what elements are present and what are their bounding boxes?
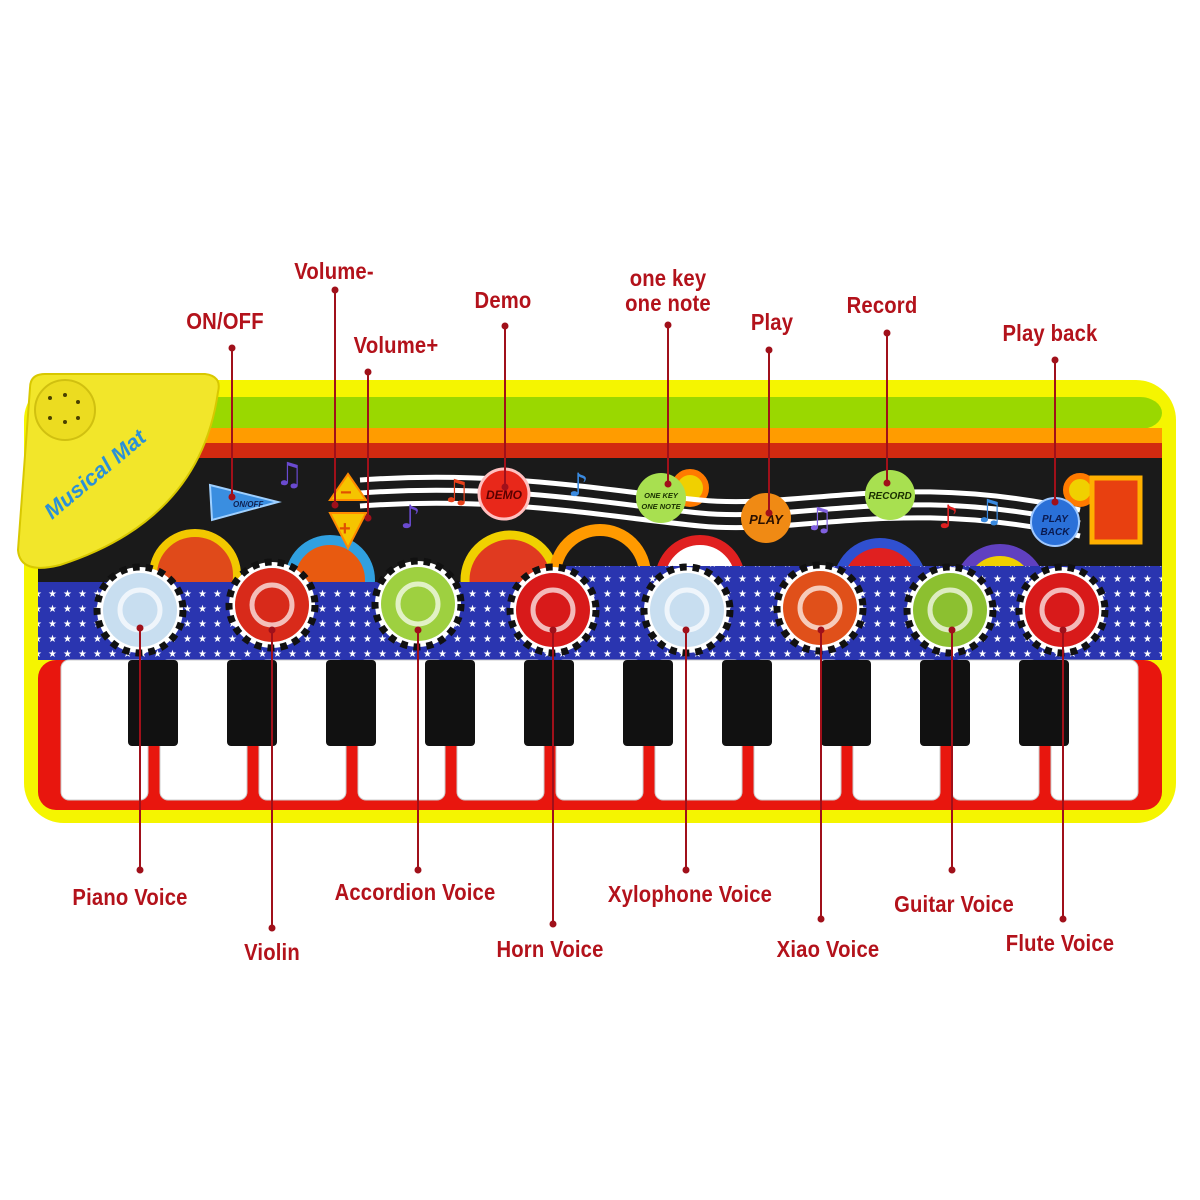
svg-text:♫: ♫ [275, 455, 304, 493]
black-key[interactable] [821, 660, 871, 746]
volume-plus-button[interactable]: + [328, 512, 368, 551]
svg-text:♫: ♫ [975, 492, 1004, 530]
label-xylophone-voice: Xylophone Voice [607, 881, 773, 907]
svg-text:+: + [339, 518, 351, 540]
leader-line [268, 626, 276, 932]
white-keys [60, 659, 1139, 801]
label-violin: Violin [244, 939, 300, 965]
accordion-voice-button[interactable] [371, 557, 465, 651]
leader-line [331, 286, 339, 509]
play-button[interactable]: PLAY [741, 493, 791, 543]
svg-text:♪: ♪ [568, 466, 588, 504]
svg-text:PLAY: PLAY [1042, 514, 1069, 525]
guitar-voice-button[interactable] [903, 563, 997, 657]
music-notes: ♫ ♪ ♫ ♪ ♫ ♪ ♫ [275, 455, 1004, 538]
horn-voice-button[interactable] [506, 563, 600, 657]
svg-text:♪: ♪ [400, 498, 420, 536]
black-key[interactable] [524, 660, 574, 746]
leader-line [883, 329, 891, 487]
leader-line [765, 346, 773, 517]
stripe-orange [38, 428, 1162, 444]
label-on-off: ON/OFF [186, 308, 264, 334]
label-guitar-voice: Guitar Voice [894, 891, 1014, 917]
svg-text:DEMO: DEMO [486, 488, 523, 502]
accordion-voice-icon [395, 581, 441, 627]
leader-line [664, 321, 672, 488]
svg-text:ONE NOTE: ONE NOTE [641, 502, 681, 511]
star-band [38, 566, 1162, 660]
speaker-unit: Musical Mat [16, 373, 220, 569]
record-button[interactable]: RECORD [865, 470, 915, 520]
leader-line [501, 322, 509, 491]
black-key[interactable] [722, 660, 772, 746]
svg-text:ONE KEY: ONE KEY [644, 491, 679, 500]
stripe-red [38, 443, 1162, 459]
label-flute-voice: Flute Voice [1005, 930, 1115, 956]
svg-text:PLAY: PLAY [749, 512, 784, 527]
black-key[interactable] [623, 660, 673, 746]
leader-line [682, 626, 690, 874]
leader-line [817, 626, 825, 923]
leader-line [414, 626, 422, 874]
svg-text:BACK: BACK [1041, 527, 1071, 538]
leader-line [136, 624, 144, 874]
speaker-grille-icon [34, 379, 96, 441]
volume-minus-button[interactable]: − [328, 472, 368, 504]
leader-line [1059, 626, 1067, 923]
black-key[interactable] [1019, 660, 1069, 746]
black-key[interactable] [920, 660, 970, 746]
label-one-key-line2: one note [625, 290, 711, 316]
label-play: Play [750, 309, 794, 335]
leader-line [1051, 356, 1059, 506]
xylophone-voice-button[interactable] [640, 563, 734, 657]
svg-text:♫: ♫ [442, 472, 471, 510]
violin-voice-icon [249, 582, 295, 628]
label-accordion-voice: Accordion Voice [334, 879, 496, 905]
black-key[interactable] [326, 660, 376, 746]
label-horn-voice: Horn Voice [496, 936, 604, 962]
label-demo: Demo [474, 287, 532, 313]
leader-line [228, 344, 236, 501]
svg-text:−: − [340, 482, 352, 504]
leader-line [364, 368, 372, 522]
svg-text:♪: ♪ [938, 498, 958, 536]
stripe-green [38, 397, 1162, 429]
label-one-key-one-note: one key one note [625, 266, 711, 316]
label-piano-voice: Piano Voice [72, 884, 188, 910]
label-play-back: Play back [1002, 320, 1098, 346]
label-one-key-line1: one key [629, 265, 707, 291]
leader-line [549, 626, 557, 928]
leader-line [948, 626, 956, 874]
black-key[interactable] [425, 660, 475, 746]
label-volume-plus: Volume+ [353, 332, 439, 358]
svg-text:ON/OFF: ON/OFF [233, 500, 264, 509]
label-record: Record [846, 292, 918, 318]
label-xiao-voice: Xiao Voice [776, 936, 880, 962]
svg-text:♫: ♫ [805, 500, 834, 538]
svg-text:RECORD: RECORD [868, 491, 911, 502]
black-key[interactable] [227, 660, 277, 746]
one-key-one-note-button[interactable]: ONE KEY ONE NOTE [636, 473, 686, 523]
on-off-button[interactable]: ON/OFF [208, 483, 282, 522]
label-volume-minus: Volume- [294, 258, 374, 284]
